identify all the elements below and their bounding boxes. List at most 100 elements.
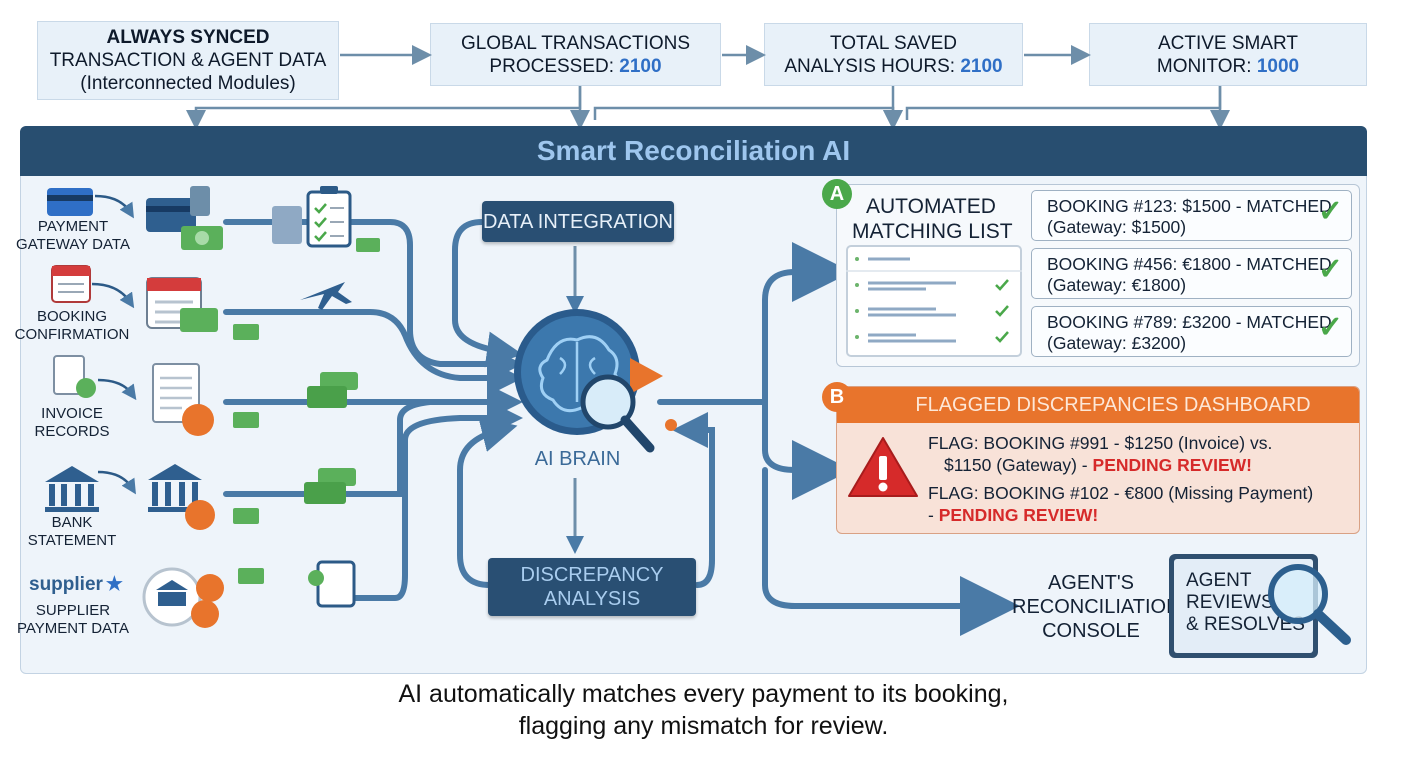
money-icon: [233, 412, 259, 428]
console-screen-line1: AGENT: [1186, 570, 1252, 591]
flag-item-1: FLAG: BOOKING #991 - $1250 (Invoice) vs.…: [928, 432, 1272, 476]
header-transactions-label2: PROCESSED:: [489, 55, 615, 77]
match-row-line1: BOOKING #789: £3200 - MATCHED: [1047, 312, 1332, 332]
console-screen-line3: & RESOLVES: [1186, 614, 1305, 635]
match-row-line2: (Gateway: €1800): [1047, 275, 1187, 295]
discrepancy-analysis-label1: DISCREPANCY: [520, 564, 664, 586]
source-supplier: SUPPLIER PAYMENT DATA: [13, 602, 133, 638]
source-invoice: INVOICE RECORDS: [12, 405, 132, 441]
header-synced-subtitle: TRANSACTION & AGENT DATA: [49, 50, 327, 71]
calendar-icon: [51, 265, 91, 303]
match-row: BOOKING #789: £3200 - MATCHED (Gateway: …: [1031, 306, 1352, 357]
match-row-line2: (Gateway: $1500): [1047, 217, 1187, 237]
header-hours-label: TOTAL SAVED: [829, 32, 958, 54]
section-a-badge: A: [822, 179, 852, 209]
warning-icon: [848, 437, 918, 497]
flag-item-2: FLAG: BOOKING #102 - €800 (Missing Payme…: [928, 482, 1313, 526]
console-screen-line2: REVIEWS: [1186, 592, 1274, 613]
magnifier-icon: [1268, 564, 1351, 645]
checklist-docs-icon: [272, 186, 352, 248]
discrepancy-analysis-label2: ANALYSIS: [543, 588, 641, 610]
discrepancy-analysis-box: DISCREPANCY ANALYSIS: [488, 558, 696, 616]
header-monitor-box: ACTIVE SMART MONITOR: 1000: [1089, 23, 1367, 86]
header-synced-note: (Interconnected Modules): [80, 73, 296, 94]
ai-brain-label: AI BRAIN: [534, 448, 621, 470]
source-label-line1: PAYMENT: [37, 218, 109, 235]
matching-title-line2: MATCHING LIST: [852, 220, 1013, 243]
matching-title: AUTOMATED MATCHING LIST: [852, 194, 1013, 244]
header-connectors: [186, 45, 1230, 130]
console-label: AGENT'S RECONCILIATION CONSOLE: [1012, 571, 1181, 643]
console-label-line3: CONSOLE: [1042, 620, 1140, 642]
star-icon: ★: [105, 574, 123, 595]
money-icon: [238, 568, 264, 584]
source-label-line1: INVOICE: [41, 405, 103, 422]
checkmark-icon: ✓: [1317, 253, 1343, 286]
match-row: BOOKING #123: $1500 - MATCHED (Gateway: …: [1031, 190, 1352, 241]
matching-title-line1: AUTOMATED: [866, 195, 996, 218]
source-label-line2: RECORDS: [34, 423, 110, 440]
banner: Smart Reconciliation AI: [20, 126, 1367, 176]
flagged-panel: FLAGGED DISCREPANCIES DASHBOARD: [836, 386, 1360, 534]
source-booking: BOOKING CONFIRMATION: [12, 308, 132, 344]
matching-list-illustration: [846, 245, 1022, 357]
console-label-line1: AGENT'S: [1047, 572, 1135, 594]
caption: AI automatically matches every payment t…: [0, 678, 1407, 742]
bank-coin-icon: [142, 567, 224, 628]
flag-item-line1: FLAG: BOOKING #991 - $1250 (Invoice) vs.: [928, 433, 1273, 453]
checkmark-icon: ✓: [1317, 195, 1343, 228]
calendar-icon: [146, 277, 218, 332]
header-monitor-label2: MONITOR:: [1156, 55, 1252, 77]
header-synced-title: ALWAYS SYNCED: [106, 27, 270, 48]
phone-checklist-icon: [308, 560, 356, 608]
airplane-icon: [300, 282, 352, 310]
header-monitor-label: ACTIVE SMART: [1157, 32, 1299, 54]
header-transactions-label: GLOBAL TRANSACTIONS: [460, 32, 691, 54]
money-stack-icon: [307, 372, 358, 408]
money-stack-icon: [304, 468, 356, 504]
header-transactions-box: GLOBAL TRANSACTIONS PROCESSED: 2100: [430, 23, 721, 86]
supplier-logo-text: supplier: [29, 574, 103, 595]
match-row-line1: BOOKING #123: $1500 - MATCHED: [1047, 196, 1332, 216]
match-row-line2: (Gateway: £3200): [1047, 333, 1187, 353]
source-label-line2: GATEWAY DATA: [16, 236, 130, 253]
money-icon: [233, 324, 259, 340]
caption-line2: flagging any mismatch for review.: [518, 712, 889, 740]
flag-item-line2: $1150 (Gateway) -: [944, 455, 1088, 475]
source-label-line1: BOOKING: [36, 308, 107, 325]
money-icon: [356, 238, 380, 252]
console-label-line2: RECONCILIATION: [1012, 596, 1181, 618]
source-payment-gateway: PAYMENT GATEWAY DATA: [13, 218, 133, 254]
pending-status: PENDING REVIEW!: [938, 505, 1099, 525]
supplier-logo: supplier★: [29, 573, 123, 596]
match-row: BOOKING #456: €1800 - MATCHED (Gateway: …: [1031, 248, 1352, 299]
flagged-header: FLAGGED DISCREPANCIES DASHBOARD: [837, 387, 1359, 423]
source-label-line2: STATEMENT: [27, 532, 117, 549]
flag-item-line1: FLAG: BOOKING #102 - €800 (Missing Payme…: [928, 483, 1314, 503]
bank-icon: [148, 464, 215, 530]
header-synced-box: ALWAYS SYNCED TRANSACTION & AGENT DATA (…: [37, 21, 339, 100]
bank-icon: [45, 466, 99, 512]
sources-icons: [45, 186, 380, 628]
pending-status: PENDING REVIEW!: [1092, 455, 1252, 475]
source-label-line1: BANK: [51, 514, 93, 531]
checkmark-icon: ✓: [1317, 311, 1343, 344]
match-row-line1: BOOKING #456: €1800 - MATCHED: [1047, 254, 1332, 274]
header-monitor-value: 1000: [1256, 55, 1300, 77]
header-transactions-value: 2100: [619, 55, 662, 77]
header-hours-label2: ANALYSIS HOURS:: [784, 55, 956, 77]
flag-item-prefix: -: [928, 505, 934, 525]
flagged-title: FLAGGED DISCREPANCIES DASHBOARD: [915, 393, 1311, 416]
invoice-icon: [152, 363, 214, 436]
source-label-line2: CONFIRMATION: [14, 326, 130, 343]
source-label-line2: PAYMENT DATA: [17, 620, 129, 637]
money-icon: [181, 226, 223, 250]
credit-card-icon: [47, 188, 93, 216]
caption-line1: AI automatically matches every payment t…: [398, 680, 1009, 708]
data-integration-box: DATA INTEGRATION: [482, 201, 674, 242]
invoice-icon: [53, 355, 96, 398]
money-icon: [233, 508, 259, 524]
banner-title: Smart Reconciliation AI: [536, 135, 851, 166]
source-label-line1: SUPPLIER: [35, 602, 111, 619]
